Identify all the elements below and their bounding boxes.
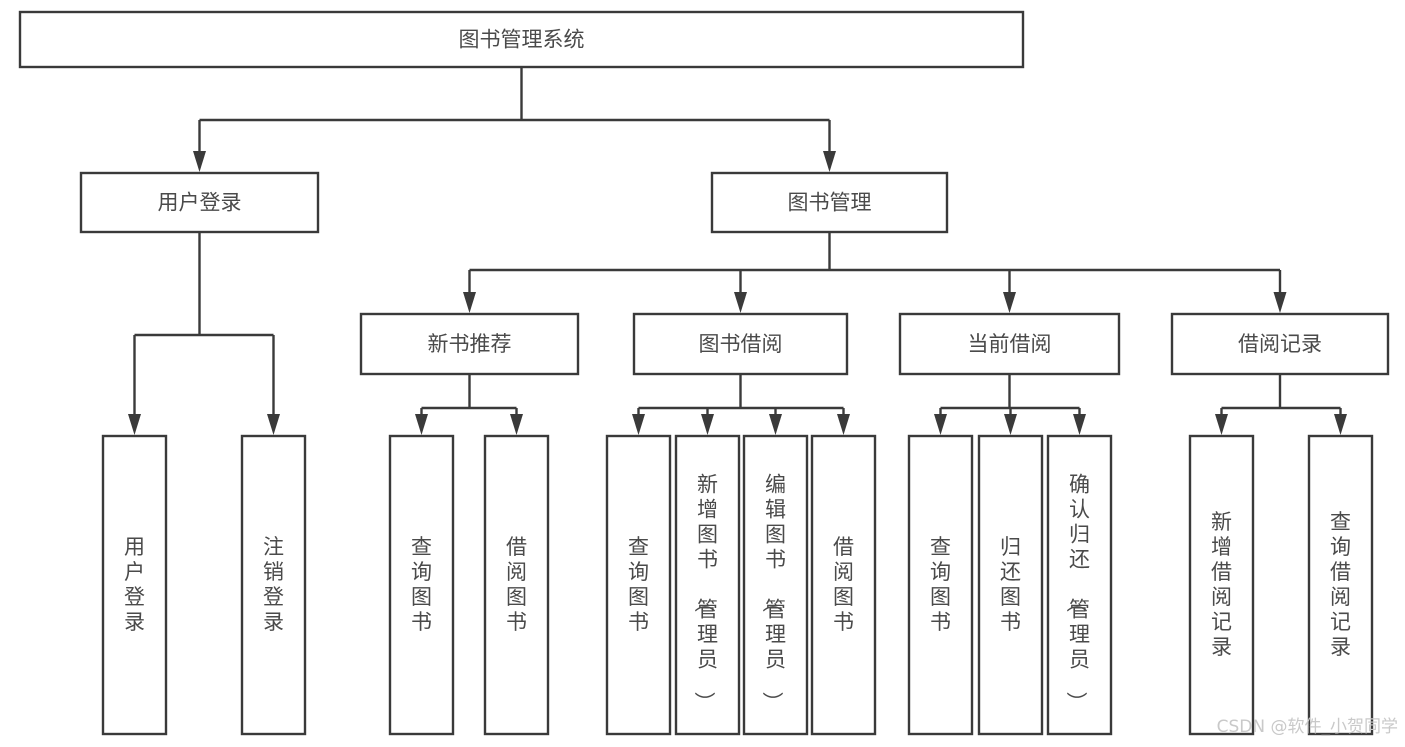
node-label: 图书管理系统 bbox=[459, 28, 585, 52]
node-login-2[interactable]: 注销登录 bbox=[240, 434, 307, 736]
node-label: 借阅图书 bbox=[506, 535, 527, 634]
arrow-head-icon bbox=[837, 414, 850, 435]
node-label: 新增借阅记录 bbox=[1211, 510, 1232, 659]
edge-group-newbook bbox=[415, 374, 523, 435]
arrow-head-icon bbox=[128, 414, 141, 435]
arrow-head-icon bbox=[1003, 292, 1016, 313]
arrow-head-icon bbox=[1273, 292, 1287, 313]
node-box[interactable] bbox=[79, 171, 320, 234]
edge-group-current bbox=[934, 374, 1086, 435]
node-label: 借阅图书 bbox=[833, 535, 854, 634]
node-box[interactable] bbox=[359, 312, 580, 376]
node-current-1[interactable]: 查询图书 bbox=[907, 434, 974, 736]
node-login-1[interactable]: 用户登录 bbox=[101, 434, 168, 736]
node-box[interactable] bbox=[977, 434, 1044, 736]
node-record-2[interactable]: 查询借阅记录 bbox=[1307, 434, 1374, 736]
node-current-3[interactable]: 确认归还（管理员） bbox=[1046, 434, 1113, 736]
node-current[interactable]: 当前借阅 bbox=[898, 312, 1121, 376]
node-box[interactable] bbox=[1170, 312, 1390, 376]
edge-group-bookmgmt bbox=[463, 232, 1287, 313]
node-label: 图书借阅 bbox=[699, 332, 783, 356]
node-newbook-2[interactable]: 借阅图书 bbox=[483, 434, 550, 736]
node-box[interactable] bbox=[632, 312, 849, 376]
node-login[interactable]: 用户登录 bbox=[79, 171, 320, 234]
node-box[interactable] bbox=[898, 312, 1121, 376]
node-box[interactable] bbox=[388, 434, 455, 736]
node-box[interactable] bbox=[18, 10, 1025, 69]
node-label: 注销登录 bbox=[263, 535, 284, 634]
arrow-head-icon bbox=[1215, 414, 1228, 435]
edge-group-root bbox=[193, 67, 836, 172]
node-label: 查询借阅记录 bbox=[1330, 510, 1351, 659]
arrow-head-icon bbox=[1073, 414, 1086, 435]
node-box[interactable] bbox=[810, 434, 877, 736]
node-box[interactable] bbox=[907, 434, 974, 736]
node-label: 图书管理 bbox=[788, 191, 872, 215]
node-label: 确认归还（管理员） bbox=[1064, 473, 1090, 713]
node-box[interactable] bbox=[674, 434, 741, 736]
node-borrow-1[interactable]: 查询图书 bbox=[605, 434, 672, 736]
node-borrow-2[interactable]: 新增图书（管理员） bbox=[674, 434, 741, 736]
node-box[interactable] bbox=[240, 434, 307, 736]
edges-layer bbox=[128, 67, 1347, 435]
node-borrow-4[interactable]: 借阅图书 bbox=[810, 434, 877, 736]
node-label: 编辑图书（管理员） bbox=[760, 473, 786, 713]
arrow-head-icon bbox=[415, 414, 428, 435]
node-label: 查询图书 bbox=[628, 535, 649, 634]
node-label: 新书推荐 bbox=[428, 332, 512, 356]
arrow-head-icon bbox=[463, 292, 476, 313]
arrow-head-icon bbox=[632, 414, 645, 435]
node-label: 查询图书 bbox=[930, 535, 951, 634]
node-bookmgmt[interactable]: 图书管理 bbox=[710, 171, 949, 234]
node-label: 用户登录 bbox=[124, 535, 145, 634]
csdn-watermark: CSDN @软件_小贺同学 bbox=[1217, 717, 1398, 737]
node-current-2[interactable]: 归还图书 bbox=[977, 434, 1044, 736]
node-newbook[interactable]: 新书推荐 bbox=[359, 312, 580, 376]
node-box[interactable] bbox=[101, 434, 168, 736]
nodes-layer: 图书管理系统用户登录图书管理新书推荐图书借阅当前借阅借阅记录用户登录注销登录查询… bbox=[18, 10, 1390, 736]
arrow-head-icon bbox=[734, 292, 747, 313]
edge-group-login bbox=[128, 232, 280, 435]
node-box[interactable] bbox=[483, 434, 550, 736]
node-box[interactable] bbox=[710, 171, 949, 234]
node-box[interactable] bbox=[1307, 434, 1374, 736]
node-label: 借阅记录 bbox=[1238, 332, 1322, 356]
arrow-head-icon bbox=[823, 151, 836, 172]
arrow-head-icon bbox=[267, 414, 280, 435]
edge-group-record bbox=[1215, 374, 1347, 435]
node-newbook-1[interactable]: 查询图书 bbox=[388, 434, 455, 736]
node-label: 归还图书 bbox=[1000, 535, 1021, 634]
arrow-head-icon bbox=[701, 414, 714, 435]
arrow-head-icon bbox=[1004, 414, 1017, 435]
node-box[interactable] bbox=[1188, 434, 1255, 736]
edge-group-borrow bbox=[632, 374, 850, 435]
arrow-head-icon bbox=[769, 414, 782, 435]
node-box[interactable] bbox=[1046, 434, 1113, 736]
node-borrow-3[interactable]: 编辑图书（管理员） bbox=[742, 434, 809, 736]
node-borrow[interactable]: 图书借阅 bbox=[632, 312, 849, 376]
node-box[interactable] bbox=[742, 434, 809, 736]
arrow-head-icon bbox=[1334, 414, 1347, 435]
arrow-head-icon bbox=[934, 414, 947, 435]
node-record-1[interactable]: 新增借阅记录 bbox=[1188, 434, 1255, 736]
node-box[interactable] bbox=[605, 434, 672, 736]
node-record[interactable]: 借阅记录 bbox=[1170, 312, 1390, 376]
arrow-head-icon bbox=[510, 414, 523, 435]
node-label: 用户登录 bbox=[158, 191, 242, 215]
node-label: 查询图书 bbox=[411, 535, 432, 634]
node-root[interactable]: 图书管理系统 bbox=[18, 10, 1025, 69]
arrow-head-icon bbox=[193, 151, 206, 172]
node-label: 当前借阅 bbox=[968, 332, 1052, 356]
node-label: 新增图书（管理员） bbox=[692, 473, 718, 713]
